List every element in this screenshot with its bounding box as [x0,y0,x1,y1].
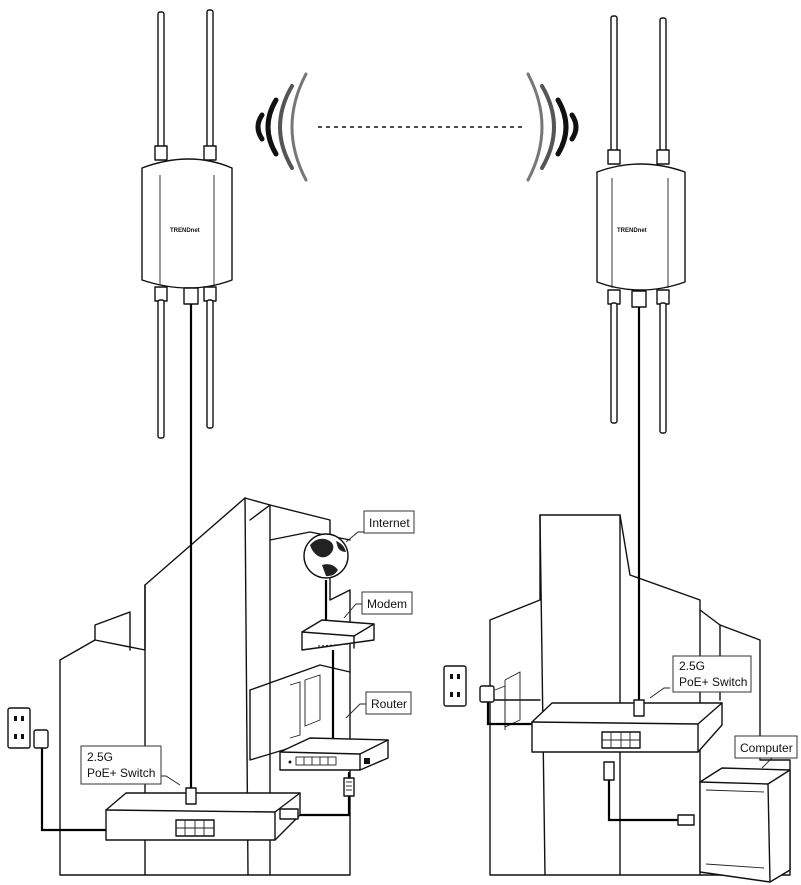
globe-icon [303,533,349,579]
left-power-adapter-icon [33,729,49,749]
cables [40,304,682,832]
ethernet-plug-icon [343,777,355,797]
left-switch-icon [105,787,301,841]
modem-icon [301,619,375,651]
label-modem: Modem [367,597,407,611]
wireless-signal-icon [255,72,579,182]
label-internet: Internet [369,516,410,530]
right-access-point-icon: TRENDnet [596,15,686,434]
left-ap-brand: TRENDnet [170,228,200,234]
callout-router: Router [345,691,412,719]
left-access-point-icon: TRENDnet [141,9,233,439]
right-power-outlet-icon [443,665,467,707]
callout-internet: Internet [345,510,415,543]
left-power-outlet-icon [7,707,31,749]
callout-computer: Computer [734,735,798,769]
right-switch-icon [531,699,723,781]
callout-left-switch: 2.5G PoE+ Switch [80,745,181,786]
label-router: Router [371,697,407,711]
computer-icon [677,767,791,883]
callout-right-switch: 2.5G PoE+ Switch [649,655,752,699]
label-computer: Computer [740,741,793,755]
callout-modem: Modem [343,591,413,619]
label-right-switch-line1: 2.5G [679,659,705,673]
router-icon [279,737,389,771]
right-power-adapter-icon [479,685,495,703]
label-left-switch-line1: 2.5G [87,750,113,764]
label-left-switch-line2: PoE+ Switch [87,766,155,780]
right-ap-brand: TRENDnet [617,228,647,234]
label-right-switch-line2: PoE+ Switch [679,675,747,689]
